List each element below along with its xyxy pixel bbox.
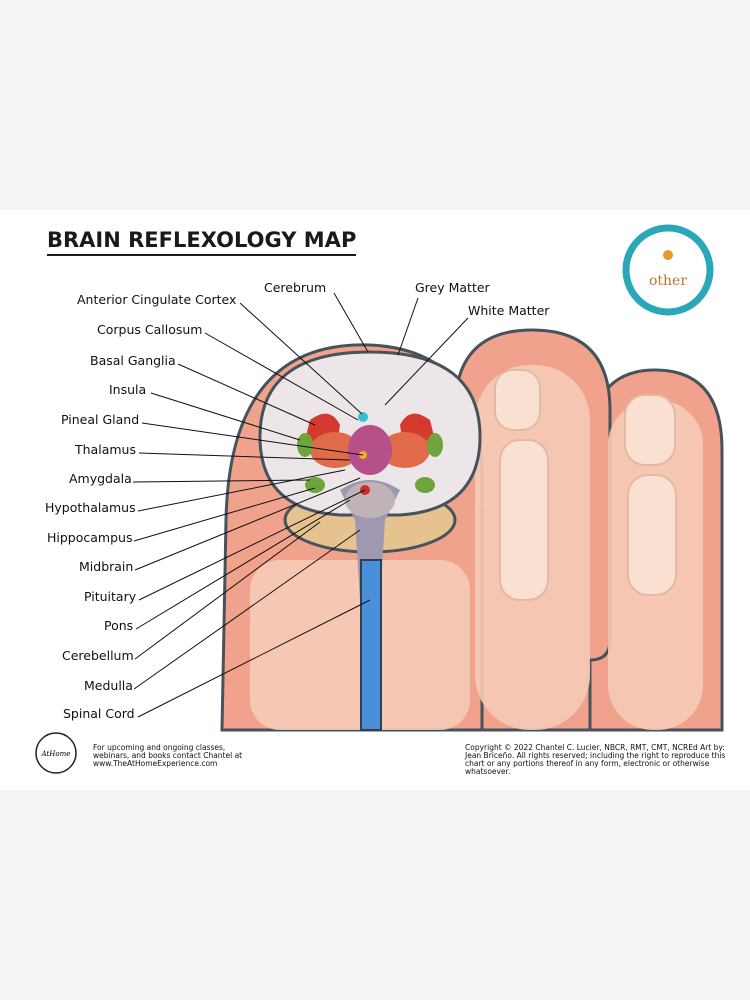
label-pons: Pons xyxy=(104,618,134,633)
label-corpus-callosum: Corpus Callosum xyxy=(97,322,203,337)
leader-lines xyxy=(132,292,469,718)
spinal-cord xyxy=(360,559,382,731)
svg-text:other: other xyxy=(649,273,687,289)
label-hypothalamus: Hypothalamus xyxy=(45,500,136,515)
label-hippocampus: Hippocampus xyxy=(47,530,133,545)
page-title: BRAIN REFLEXOLOGY MAP xyxy=(47,228,357,256)
label-amygdala: Amygdala xyxy=(69,471,132,486)
footer-contact: For upcoming and ongoing classes, webina… xyxy=(93,743,243,768)
label-basal-ganglia: Basal Ganglia xyxy=(90,353,176,368)
footer-copyright: Copyright © 2022 Chantel C. Lucier, NBCR… xyxy=(465,743,726,776)
logo-other-shore: other xyxy=(622,224,714,316)
label-cerebrum: Cerebrum xyxy=(264,280,327,295)
label-medulla: Medulla xyxy=(84,678,133,693)
label-pituitary: Pituitary xyxy=(84,589,137,604)
label-anterior-cingulate-cortex: Anterior Cingulate Cortex xyxy=(77,292,237,307)
label-thalamus: Thalamus xyxy=(75,442,136,457)
label-grey-matter: Grey Matter xyxy=(415,280,490,295)
label-pineal-gland: Pineal Gland xyxy=(61,412,140,427)
footer-logo: AtHome xyxy=(35,732,77,774)
label-cerebellum: Cerebellum xyxy=(62,648,134,663)
svg-text:AtHome: AtHome xyxy=(41,750,71,758)
label-spinal-cord: Spinal Cord xyxy=(63,706,135,721)
label-insula: Insula xyxy=(109,382,147,397)
label-white-matter: White Matter xyxy=(468,303,550,318)
label-midbrain: Midbrain xyxy=(79,559,134,574)
